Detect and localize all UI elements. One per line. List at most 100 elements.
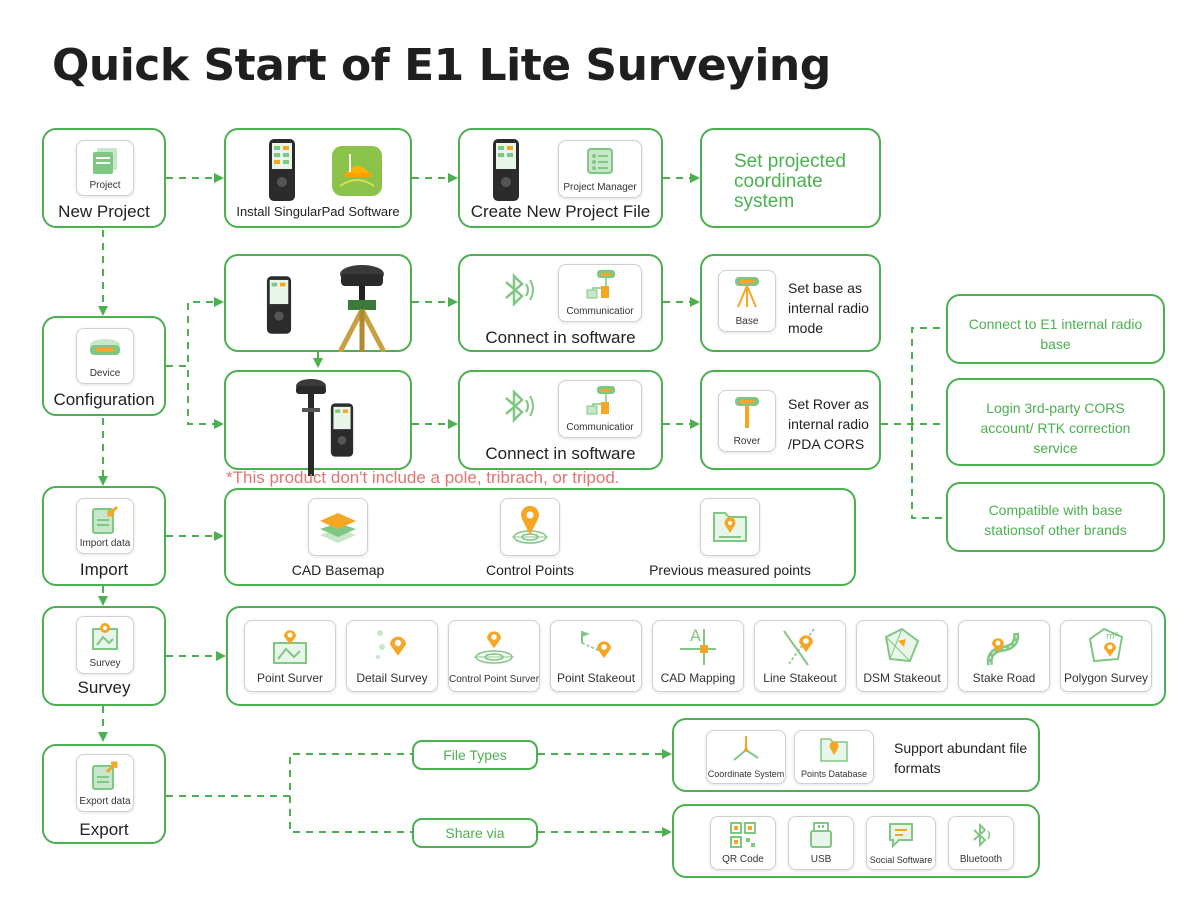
create-project-box[interactable]: Project Manager Create New Project File	[458, 128, 663, 228]
step-new-project[interactable]: Project New Project	[42, 128, 166, 228]
bluetooth-icon	[505, 388, 534, 424]
qr-code-icon	[730, 822, 756, 848]
control-point-survey-icon	[474, 631, 514, 664]
bluetooth-share-tile[interactable]: Bluetooth	[948, 816, 1014, 870]
rover-mode-box[interactable]: Rover Set Rover as internal radio /PDA C…	[700, 370, 881, 470]
export-tile: Export data	[76, 754, 134, 812]
step-export[interactable]: Export data Export	[42, 744, 166, 844]
previous-points-tile[interactable]	[700, 498, 760, 556]
handheld-controller-icon	[266, 276, 292, 334]
share-via-box[interactable]: QR Code USB Social Software Bluetooth	[672, 804, 1040, 878]
coordinate-system-tile[interactable]: Coordinate System	[706, 730, 786, 784]
file-types-pill[interactable]: File Types	[412, 740, 538, 770]
base-setup-box[interactable]	[224, 254, 412, 352]
export-tile-caption: Export data	[79, 796, 131, 807]
survey-items-box[interactable]: Point Surver Detail Survey Control Point S…	[226, 606, 1166, 706]
install-software-label: Install SingularPad Software	[236, 204, 400, 219]
social-software-tile[interactable]: Social Software	[866, 816, 936, 870]
import-tile-caption: Import data	[79, 538, 131, 549]
rover-setup-box[interactable]	[224, 370, 412, 476]
point-stakeout-tile[interactable]: Point Stakeout	[550, 620, 642, 692]
connect-software-box-2[interactable]: Communicatior Connect in software	[458, 370, 663, 470]
layers-icon	[320, 513, 356, 543]
point-survey-label: Point Surver	[256, 671, 324, 685]
install-software-box[interactable]: Install SingularPad Software	[224, 128, 412, 228]
list-icon	[587, 148, 613, 174]
step-configuration[interactable]: Device Configuration	[42, 316, 166, 416]
option-other-brands[interactable]: Compatible with base stationsof other br…	[946, 482, 1165, 552]
communicator-icon	[586, 270, 615, 299]
coord-system-label: Set projected coordinate system	[734, 151, 846, 212]
base-station-tripod-icon	[337, 265, 387, 352]
points-database-tile[interactable]: Points Database	[794, 730, 874, 784]
export-icon	[92, 761, 118, 790]
line-stakeout-icon	[783, 628, 815, 666]
point-survey-tile[interactable]: Point Surver	[244, 620, 336, 692]
usb-tile[interactable]: USB	[788, 816, 854, 870]
stake-road-icon	[986, 632, 1020, 666]
create-project-label: Create New Project File	[470, 202, 651, 221]
survey-tile-caption: Survey	[89, 658, 121, 669]
file-formats-text: Support abundant file formats	[894, 740, 1028, 776]
option-other-brands-text: Compatible with base stationsof other br…	[984, 502, 1127, 538]
communicator-caption-1: Communicatior	[566, 306, 634, 317]
connect-software-box-1[interactable]: Communicatior Connect in software	[458, 254, 663, 352]
rover-mode-text: Set Rover as internal radio /PDA CORS	[788, 396, 869, 452]
new-project-label: New Project	[58, 202, 150, 221]
control-point-survey-tile[interactable]: Control Point Surver	[448, 620, 540, 692]
point-stakeout-label: Point Stakeout	[556, 671, 636, 685]
receiver-icon	[90, 339, 120, 355]
file-types-label: File Types	[443, 747, 507, 763]
base-mode-box[interactable]: Base Set base as internal radio mode	[700, 254, 881, 352]
base-mode-text: Set base as internal radio mode	[788, 280, 869, 336]
control-points-tile[interactable]	[500, 498, 560, 556]
folder-pin-icon	[820, 738, 848, 762]
rover-pole-icon	[296, 379, 326, 476]
communicator-icon	[586, 386, 615, 415]
export-label: Export	[79, 820, 129, 839]
rover-receiver-icon	[735, 397, 759, 428]
dsm-stakeout-tile[interactable]: DSM Stakeout	[856, 620, 948, 692]
control-points-label: Control Points	[486, 562, 574, 578]
option-cors-login[interactable]: Login 3rd-party CORS account/ RTK correc…	[946, 378, 1165, 466]
point-stakeout-icon	[581, 631, 611, 659]
point-survey-icon	[273, 630, 307, 664]
map-pin-icon	[92, 623, 118, 650]
detail-survey-tile[interactable]: Detail Survey	[346, 620, 438, 692]
base-caption: Base	[735, 316, 759, 327]
qr-code-tile[interactable]: QR Code	[710, 816, 776, 870]
configuration-label: Configuration	[53, 390, 155, 409]
step-survey[interactable]: Survey Survey	[42, 606, 166, 706]
import-items-box[interactable]: CAD Basemap Control Points Previous meas…	[224, 488, 856, 586]
step-import[interactable]: Import data Import	[42, 486, 166, 586]
detail-survey-icon	[376, 630, 406, 659]
option-e1-radio-base-text: Connect to E1 internal radio base	[968, 316, 1143, 352]
device-tile-caption: Device	[89, 368, 121, 379]
project-manager-tile: Project Manager	[558, 140, 642, 198]
polygon-survey-icon: m²	[1088, 627, 1124, 663]
project-tile: Project	[76, 140, 134, 196]
coord-system-box[interactable]: Set projected coordinate system	[700, 128, 881, 228]
target-pin-icon	[512, 505, 548, 544]
device-tile: Device	[76, 328, 134, 384]
file-types-box[interactable]: Coordinate System Points Database Suppor…	[672, 718, 1040, 792]
detail-survey-label: Detail Survey	[356, 671, 428, 685]
chat-bubble-icon	[889, 823, 913, 849]
rover-tile: Rover	[718, 390, 776, 452]
coordinate-system-caption: Coordinate System	[707, 769, 785, 779]
line-stakeout-tile[interactable]: Line Stakeout	[754, 620, 846, 692]
svg-text:A: A	[690, 626, 701, 645]
qr-code-caption: QR Code	[722, 854, 764, 865]
stake-road-tile[interactable]: Stake Road	[958, 620, 1050, 692]
survey-tile: Survey	[76, 616, 134, 674]
option-e1-radio-base[interactable]: Connect to E1 internal radio base	[946, 294, 1165, 364]
social-software-caption: Social Software	[869, 855, 933, 865]
share-via-pill[interactable]: Share via	[412, 818, 538, 848]
cad-basemap-tile[interactable]	[308, 498, 368, 556]
bluetooth-icon	[973, 822, 991, 848]
usb-icon	[810, 822, 832, 848]
handheld-controller-icon	[330, 403, 354, 457]
